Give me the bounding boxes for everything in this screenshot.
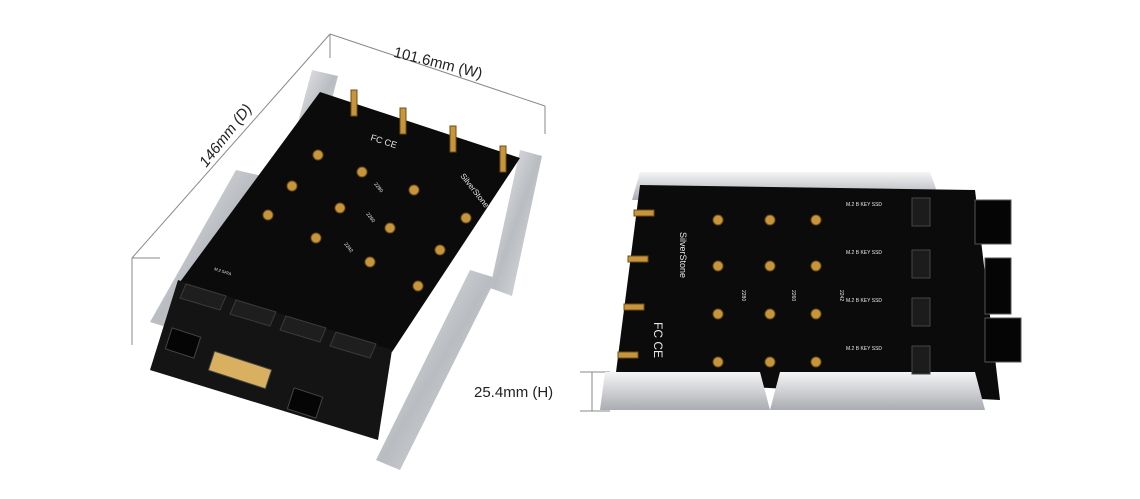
right-m2-slots — [911, 197, 931, 375]
left-product-view: SilverStone FC CE 2280 2260 2242 M.2 SAT… — [131, 33, 546, 470]
left-m2-slots — [179, 283, 377, 359]
right-metal-bracket-front — [600, 372, 770, 410]
left-metal-bracket-front-right — [376, 270, 496, 470]
height-dimension-label: 25.4mm (H) — [474, 384, 554, 401]
right-slot-label-1: M.2 B KEY SSD — [846, 202, 882, 208]
right-cert-text: FC CE — [651, 322, 665, 358]
right-brand-text: SilverStone — [678, 232, 688, 278]
right-length-2242: 2242 — [838, 290, 844, 301]
left-sata-connectors — [164, 327, 324, 419]
left-length-2280: 2280 — [372, 182, 384, 195]
right-slot-label-2: M.2 B KEY SSD — [846, 250, 882, 256]
left-pcb-board — [180, 92, 520, 352]
right-metal-bracket-front-b — [770, 372, 985, 410]
right-length-2280: 2280 — [740, 290, 746, 301]
right-slot-label-3: M.2 B KEY SSD — [846, 298, 882, 304]
right-length-2260: 2260 — [790, 290, 796, 301]
left-brass-standoffs — [262, 149, 472, 292]
left-pcb-connector-board — [150, 280, 392, 440]
dimension-lines-left — [131, 33, 546, 345]
left-slot-label: M.2 SATA — [214, 266, 233, 276]
right-brass-standoffs — [712, 214, 822, 368]
right-brass-screws — [617, 209, 655, 359]
right-product-view: M.2 B KEY SSD M.2 B KEY SSD M.2 B KEY SS… — [580, 172, 1022, 412]
right-pcb-board — [615, 185, 1000, 400]
left-metal-bracket-right — [490, 150, 542, 296]
left-length-2242: 2242 — [342, 242, 354, 255]
left-brass-screws — [350, 89, 507, 173]
right-sata-connectors — [974, 199, 1022, 363]
left-length-2260: 2260 — [364, 212, 376, 225]
right-slot-labels: M.2 B KEY SSD M.2 B KEY SSD M.2 B KEY SS… — [846, 202, 882, 352]
right-slot-label-4: M.2 B KEY SSD — [846, 346, 882, 352]
